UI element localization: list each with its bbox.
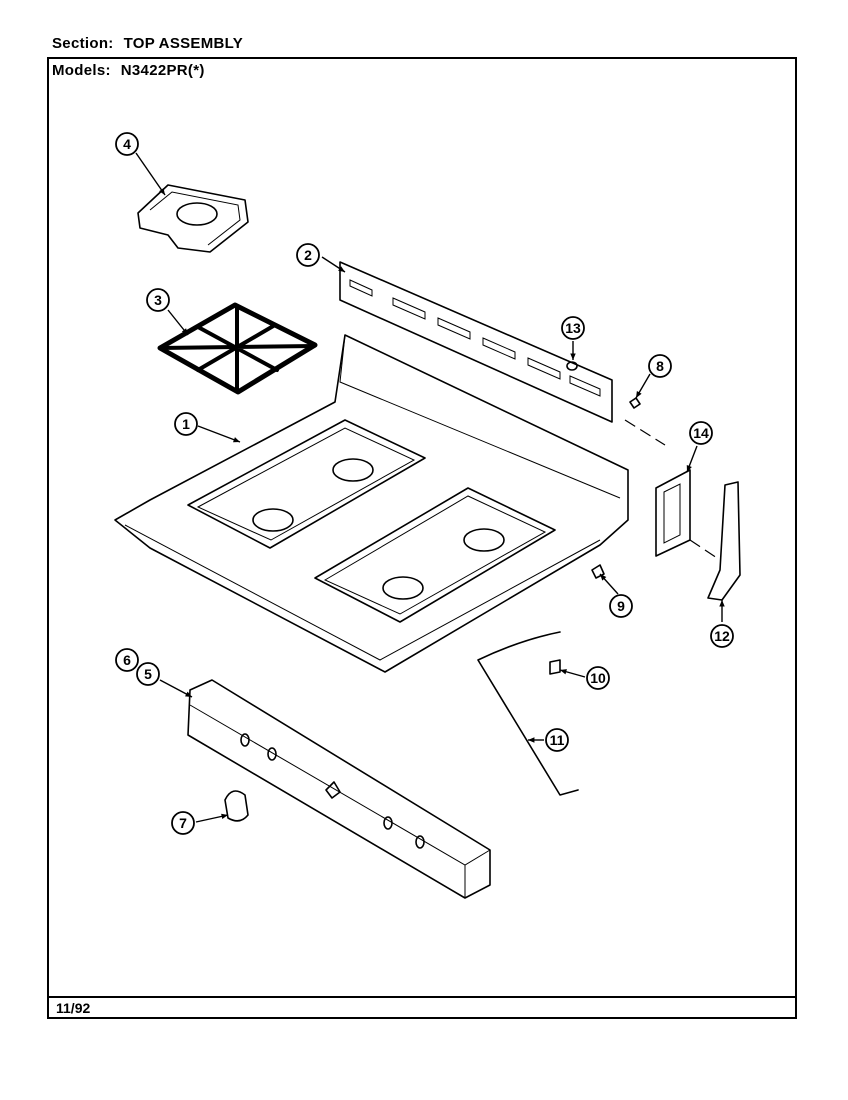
callout-1-leader [197, 425, 241, 443]
part-10-screw [549, 659, 561, 675]
section-header: Section: TOP ASSEMBLY [52, 35, 243, 52]
part-1-cooktop [114, 334, 629, 673]
callout-1-circle [174, 412, 198, 436]
diagram-frame [47, 57, 797, 1019]
models-header: Models: N3422PR(*) [52, 62, 205, 79]
callout-10-arrowhead [560, 669, 567, 675]
callout-6-number: 6 [123, 652, 131, 668]
callout-13-circle [561, 316, 585, 340]
callout-2-circle [296, 243, 320, 267]
callout-12-circle [710, 624, 734, 648]
callout-9-number: 9 [617, 598, 625, 614]
part-5-manifold-panel [187, 679, 491, 899]
callout-14-circle [689, 421, 713, 445]
callout-8-circle [648, 354, 672, 378]
callout-14-number: 14 [693, 425, 709, 441]
callout-5-arrowhead [185, 691, 192, 697]
part-4-drip-pan [137, 184, 249, 253]
callout-4: 4 [115, 132, 166, 196]
callout-7-circle [171, 811, 195, 835]
callout-5: 5 [136, 662, 193, 698]
callout-3-arrowhead [181, 328, 188, 335]
callout-4-arrowhead [159, 188, 165, 195]
callout-10-number: 10 [590, 670, 606, 686]
part-8-screw [629, 397, 641, 409]
part-3-burner-grate [157, 302, 318, 395]
callout-7-arrowhead [221, 813, 228, 820]
callout-3: 3 [146, 288, 189, 336]
callout-8-arrowhead [636, 391, 642, 398]
callout-5-number: 5 [144, 666, 152, 682]
callout-8-number: 8 [656, 358, 664, 374]
callout-11-circle [545, 728, 569, 752]
callout-13: 13 [561, 316, 585, 360]
callout-11-number: 11 [550, 732, 565, 748]
callout-2: 2 [296, 243, 346, 273]
callout-2-number: 2 [304, 247, 312, 263]
part-14-bracket [624, 419, 691, 557]
callout-13-arrowhead [570, 353, 576, 360]
callout-10: 10 [559, 666, 610, 690]
callout-12-arrowhead [719, 600, 725, 607]
callout-9: 9 [599, 573, 633, 618]
callout-12-number: 12 [714, 628, 730, 644]
callout-7-number: 7 [179, 815, 187, 831]
part-2-backguard-trim [339, 261, 613, 423]
section-value: TOP ASSEMBLY [123, 35, 244, 52]
callout-4-circle [115, 132, 139, 156]
callout-14: 14 [686, 421, 713, 473]
part-11-rod [477, 631, 579, 796]
callout-4-leader [135, 152, 166, 196]
footer-rule [47, 996, 797, 998]
section-label: Section: [52, 35, 114, 52]
callout-4-number: 4 [123, 136, 131, 152]
callout-2-arrowhead [338, 266, 345, 272]
callout-1: 1 [174, 412, 241, 443]
part-7-control-knob [224, 790, 249, 822]
callout-5-circle [136, 662, 160, 686]
callout-8: 8 [635, 354, 672, 399]
callout-7: 7 [171, 811, 229, 835]
callout-6: 6 [115, 648, 139, 672]
callout-9-arrowhead [600, 574, 607, 581]
part-12-side-trim [689, 481, 741, 601]
callout-10-circle [586, 666, 610, 690]
callout-3-number: 3 [154, 292, 162, 308]
callout-11-arrowhead [528, 737, 535, 743]
callout-12: 12 [710, 600, 734, 648]
callout-3-circle [146, 288, 170, 312]
callout-11: 11 [528, 728, 569, 752]
models-value: N3422PR(*) [120, 62, 205, 79]
part-9-screw [591, 564, 605, 579]
callout-1-number: 1 [182, 416, 190, 432]
callout-1-arrowhead [233, 437, 240, 443]
models-label: Models: [52, 62, 111, 79]
callout-14-arrowhead [686, 465, 692, 472]
callout-6-circle [115, 648, 139, 672]
footer-date: 11/92 [56, 1000, 91, 1016]
part-13-clip [566, 361, 578, 371]
callout-9-circle [609, 594, 633, 618]
callout-13-number: 13 [565, 320, 581, 336]
